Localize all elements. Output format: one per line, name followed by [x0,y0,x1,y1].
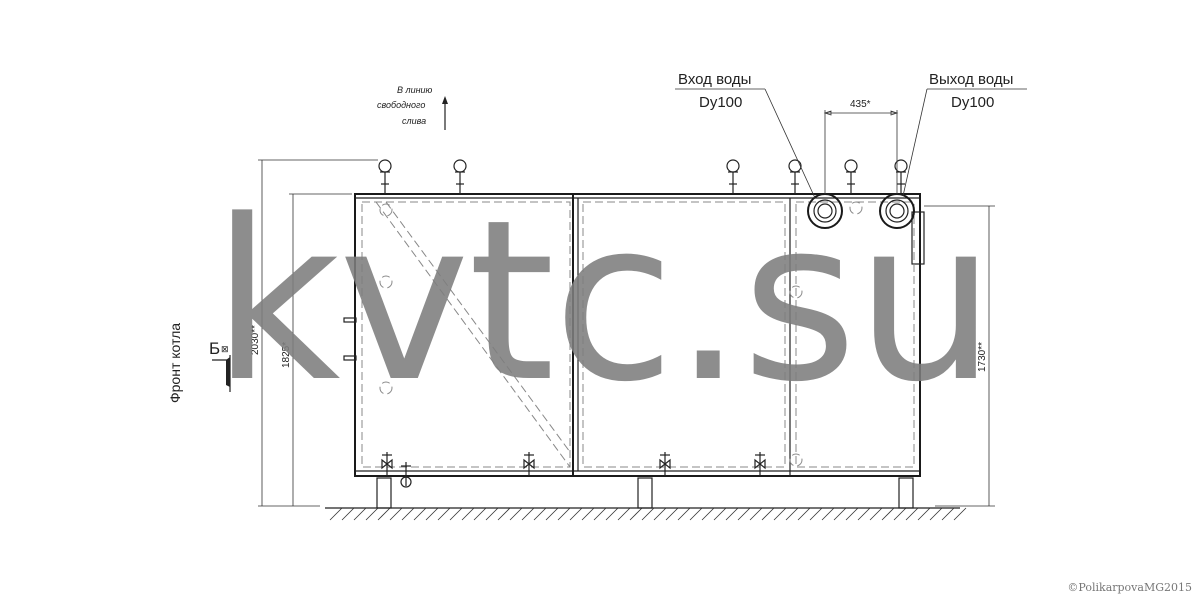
top-valve [844,159,858,194]
top-valve [726,159,740,194]
section-marker [212,355,231,392]
copyright: ©PolikarpovaMG2015 [1067,581,1192,594]
dimension-435-label: 435* [850,99,871,110]
water-in-dn-label: Dy100 [699,94,742,111]
dimension-1730-label: 1730** [977,342,988,372]
dimension-435 [823,110,899,194]
top-valve [453,159,467,194]
support-legs [376,477,914,509]
drain-arrow [442,96,448,130]
dimension-2030-label: 2030** [250,325,261,355]
drain-label-line1: В линию [397,85,433,95]
hidden-contours [361,201,915,468]
top-valve [788,159,802,194]
boiler-body [343,193,925,477]
water-inlet-nozzle [807,193,843,229]
wall-flanges [379,201,863,467]
water-in-label: Вход воды [678,71,751,88]
section-letter: Б [209,339,220,358]
water-outlet-nozzle [879,193,915,229]
dimension-2030 [258,159,378,507]
bottom-valves [381,452,766,488]
water-out-dn-label: Dy100 [951,94,994,111]
bottom-valve [659,452,671,476]
top-valves [378,159,908,194]
foundation [325,507,967,521]
bottom-valve [381,452,393,476]
water-out-label: Выход воды [929,71,1013,88]
bottom-valve [523,452,535,476]
bottom-valve [754,452,766,476]
dimension-1825 [289,193,352,506]
drain-label-line2: свободного [377,100,425,110]
top-valve [894,159,908,194]
top-valve [378,159,392,194]
boiler-front-label: Фронт котла [167,323,183,403]
drain-label-line3: слива [402,116,426,126]
dimension-1825-label: 1825* [281,342,292,368]
section-mark: ⊠ [221,344,229,354]
dimension-1730 [924,205,995,507]
drain-valve [400,462,412,488]
leader-lines [675,88,1027,199]
